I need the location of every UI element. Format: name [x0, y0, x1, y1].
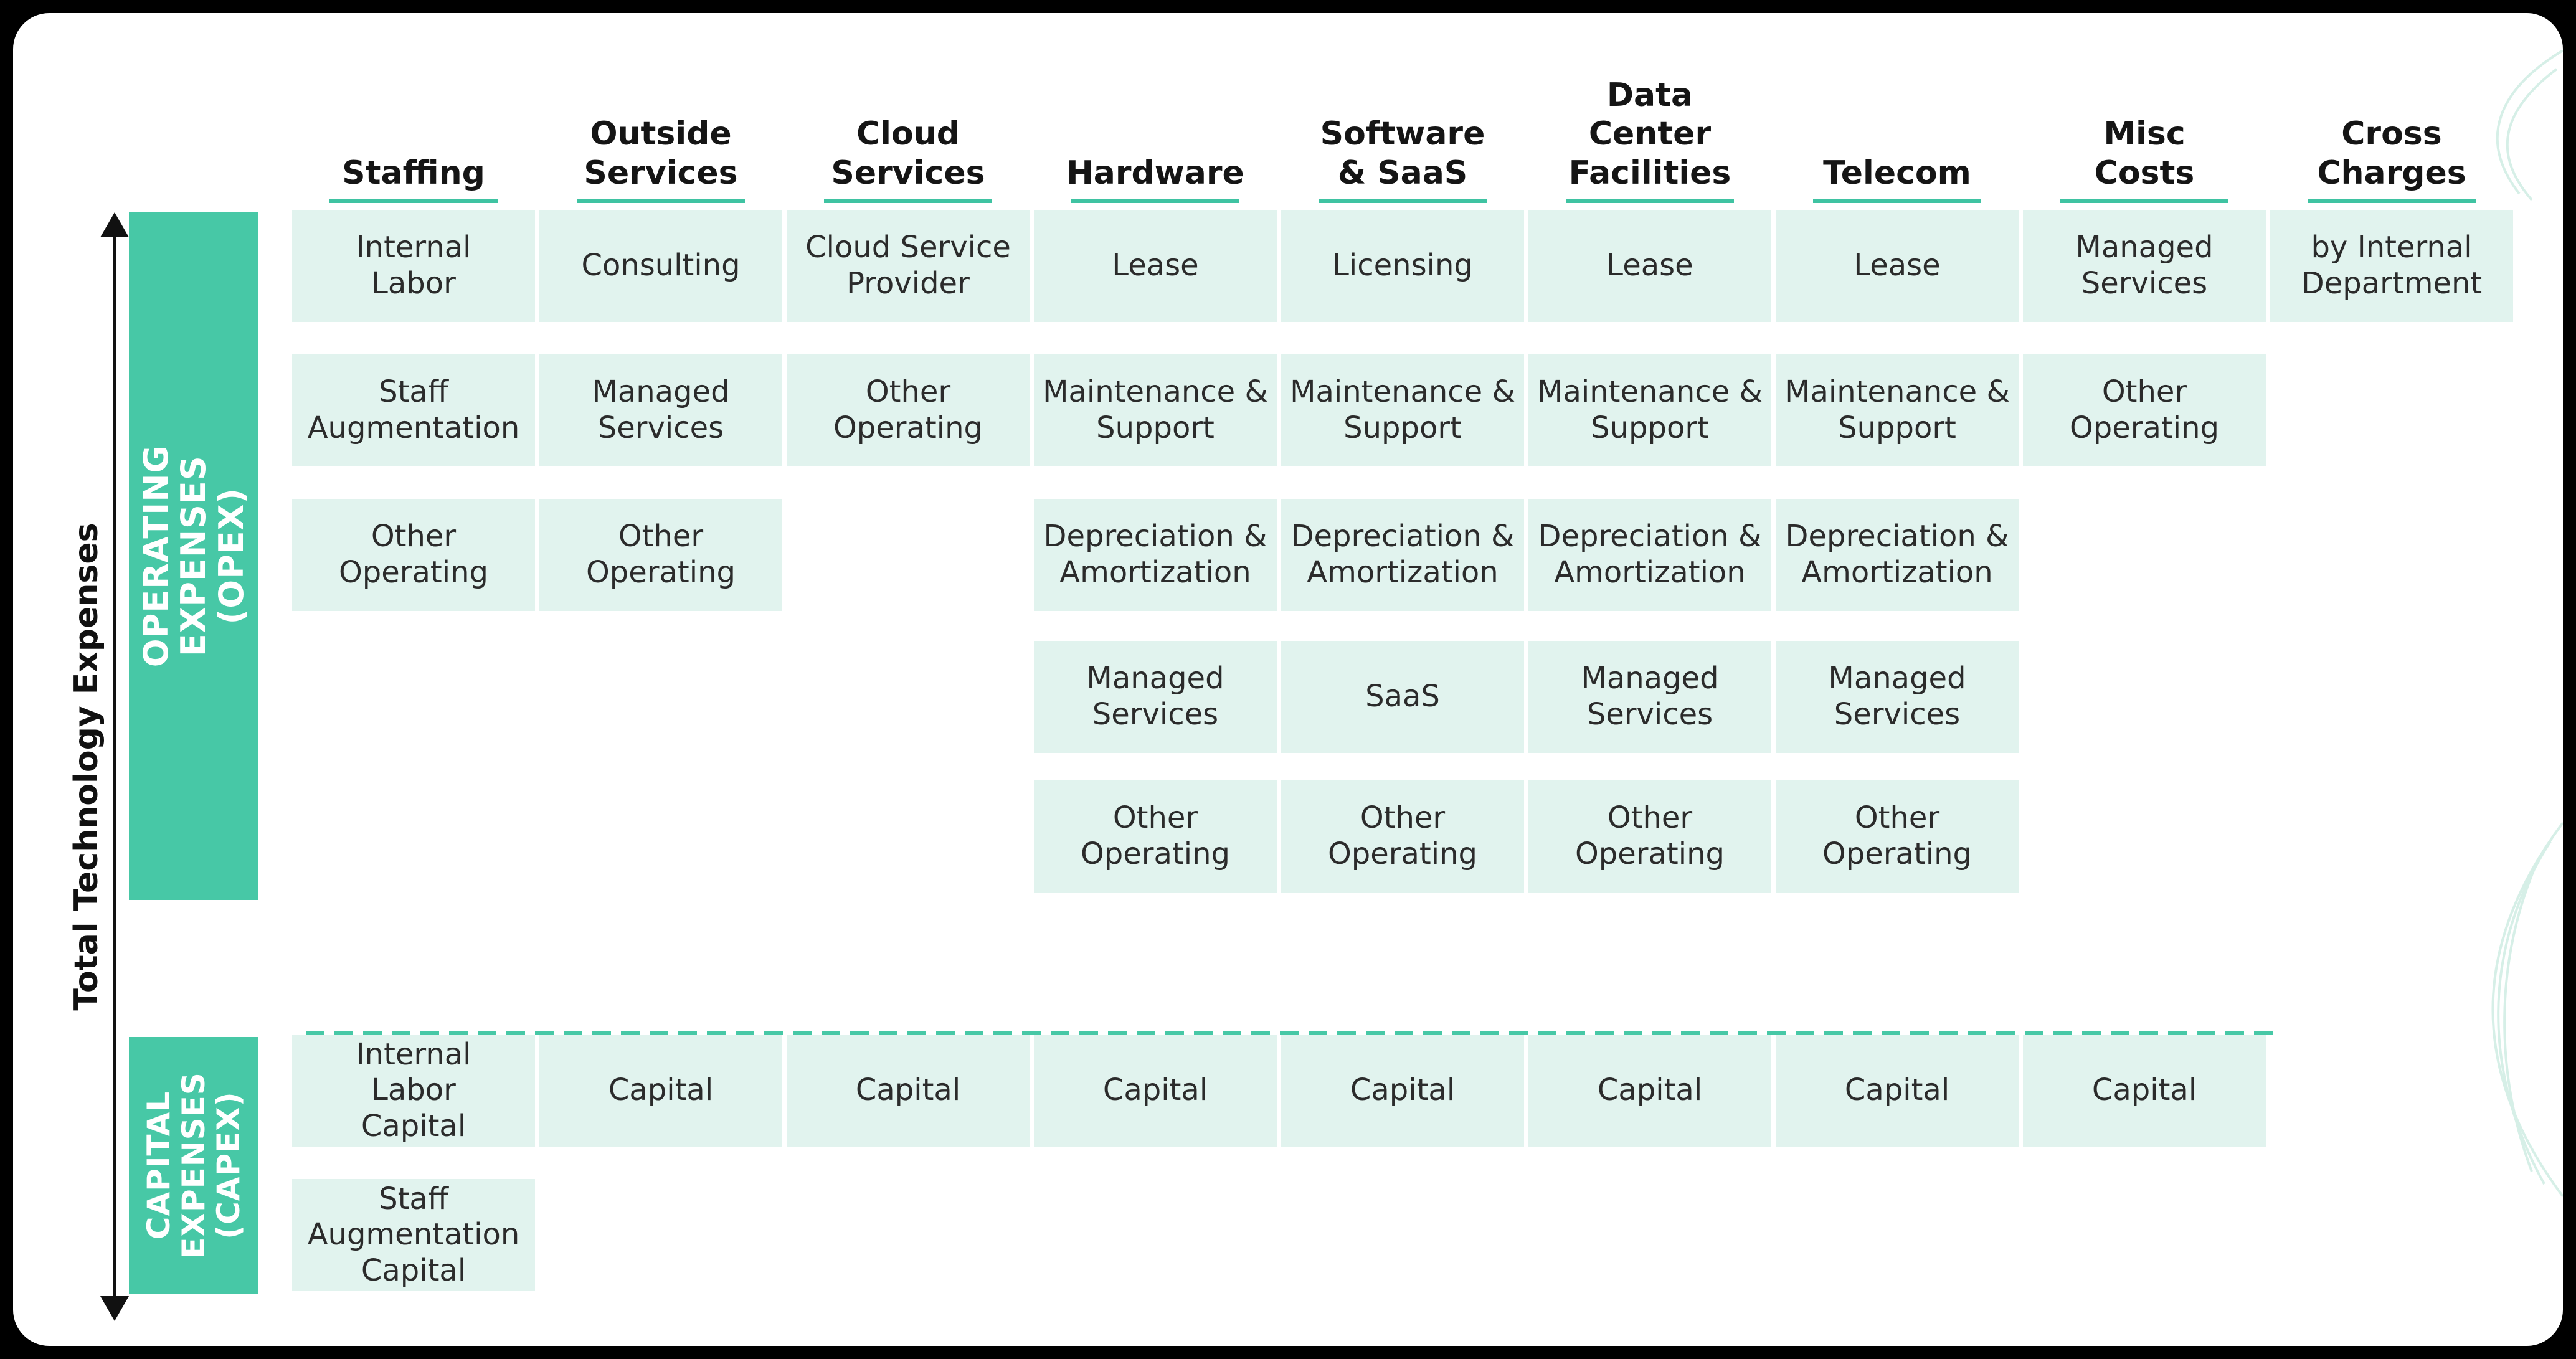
column-header-underline: [1071, 199, 1239, 203]
opex-cell: SaaS: [1281, 641, 1524, 753]
capex-cell: Capital: [787, 1035, 1030, 1147]
capex-cell: Capital: [1281, 1035, 1524, 1147]
capex-cell: Capital: [1776, 1035, 2019, 1147]
axis-label-total-technology-expenses: Total Technology Expenses: [68, 523, 105, 1011]
column-header-0: Staffing: [292, 66, 535, 203]
opex-cell: Lease: [1528, 210, 1771, 322]
column-header-4: Software & SaaS: [1281, 66, 1524, 203]
opex-cell: Maintenance & Support: [1528, 354, 1771, 466]
opex-cell: Cloud Service Provider: [787, 210, 1030, 322]
opex-cell: Other Operating: [1034, 780, 1277, 893]
column-header-label: Misc Costs: [2094, 115, 2195, 192]
opex-cell: Depreciation & Amortization: [1528, 499, 1771, 611]
opex-cell: Managed Services: [1528, 641, 1771, 753]
opex-cell: Managed Services: [1776, 641, 2019, 753]
capex-cell: Capital: [1034, 1035, 1277, 1147]
opex-cell: Lease: [1034, 210, 1277, 322]
column-header-label: Telecom: [1823, 154, 1971, 192]
opex-cell: Other Operating: [539, 499, 782, 611]
column-header-7: Misc Costs: [2023, 66, 2266, 203]
opex-cell: Other Operating: [1528, 780, 1771, 893]
column-header-8: Cross Charges: [2270, 66, 2513, 203]
opex-cell: Other Operating: [292, 499, 535, 611]
opex-cell: Depreciation & Amortization: [1776, 499, 2019, 611]
column-header-6: Telecom: [1776, 66, 2019, 203]
column-header-label: Outside Services: [584, 115, 738, 192]
opex-cell: Managed Services: [1034, 641, 1277, 753]
opex-cell: Consulting: [539, 210, 782, 322]
column-header-underline: [824, 199, 992, 203]
vertical-double-arrow: [100, 212, 129, 1321]
column-header-3: Hardware: [1034, 66, 1277, 203]
opex-cell: Other Operating: [787, 354, 1030, 466]
capex-band: CAPITAL EXPENSES (CAPEX): [129, 1037, 258, 1294]
capex-cell: Staff Augmentation Capital: [292, 1179, 535, 1291]
opex-band: OPERATING EXPENSES (OPEX): [129, 212, 258, 900]
opex-cell: Other Operating: [1281, 780, 1524, 893]
column-header-label: Cross Charges: [2317, 115, 2466, 192]
column-header-underline: [2308, 199, 2476, 203]
column-header-label: Staffing: [342, 154, 485, 192]
column-header-label: Hardware: [1066, 154, 1244, 192]
column-header-underline: [1319, 199, 1487, 203]
capex-cell: Capital: [539, 1035, 782, 1147]
diagram-canvas: Total Technology Expenses OPERATING EXPE…: [13, 13, 2563, 1346]
opex-cell: Maintenance & Support: [1281, 354, 1524, 466]
opex-capex-divider: [306, 1031, 2280, 1035]
capex-cell: Capital: [1528, 1035, 1771, 1147]
opex-band-label: OPERATING EXPENSES (OPEX): [136, 445, 251, 668]
capex-cell: Capital: [2023, 1035, 2266, 1147]
column-header-5: Data Center Facilities: [1528, 66, 1771, 203]
opex-cell: Maintenance & Support: [1776, 354, 2019, 466]
capex-band-label: CAPITAL EXPENSES (CAPEX): [141, 1072, 247, 1259]
opex-cell: by Internal Department: [2270, 210, 2513, 322]
opex-cell: Licensing: [1281, 210, 1524, 322]
column-header-underline: [1566, 199, 1734, 203]
column-header-1: Outside Services: [539, 66, 782, 203]
column-header-label: Cloud Services: [831, 115, 985, 192]
opex-cell: Other Operating: [1776, 780, 2019, 893]
column-header-underline: [1813, 199, 1981, 203]
opex-cell: Other Operating: [2023, 354, 2266, 466]
opex-cell: Managed Services: [2023, 210, 2266, 322]
opex-cell: Depreciation & Amortization: [1281, 499, 1524, 611]
column-header-underline: [329, 199, 498, 203]
capex-cell: Internal Labor Capital: [292, 1035, 535, 1147]
column-header-label: Data Center Facilities: [1568, 76, 1731, 192]
opex-cell: Depreciation & Amortization: [1034, 499, 1277, 611]
opex-cell: Maintenance & Support: [1034, 354, 1277, 466]
opex-cell: Staff Augmentation: [292, 354, 535, 466]
opex-cell: Managed Services: [539, 354, 782, 466]
column-header-label: Software & SaaS: [1320, 115, 1485, 192]
column-header-underline: [577, 199, 745, 203]
column-header-underline: [2060, 199, 2228, 203]
opex-cell: Lease: [1776, 210, 2019, 322]
column-header-2: Cloud Services: [787, 66, 1030, 203]
opex-cell: Internal Labor: [292, 210, 535, 322]
